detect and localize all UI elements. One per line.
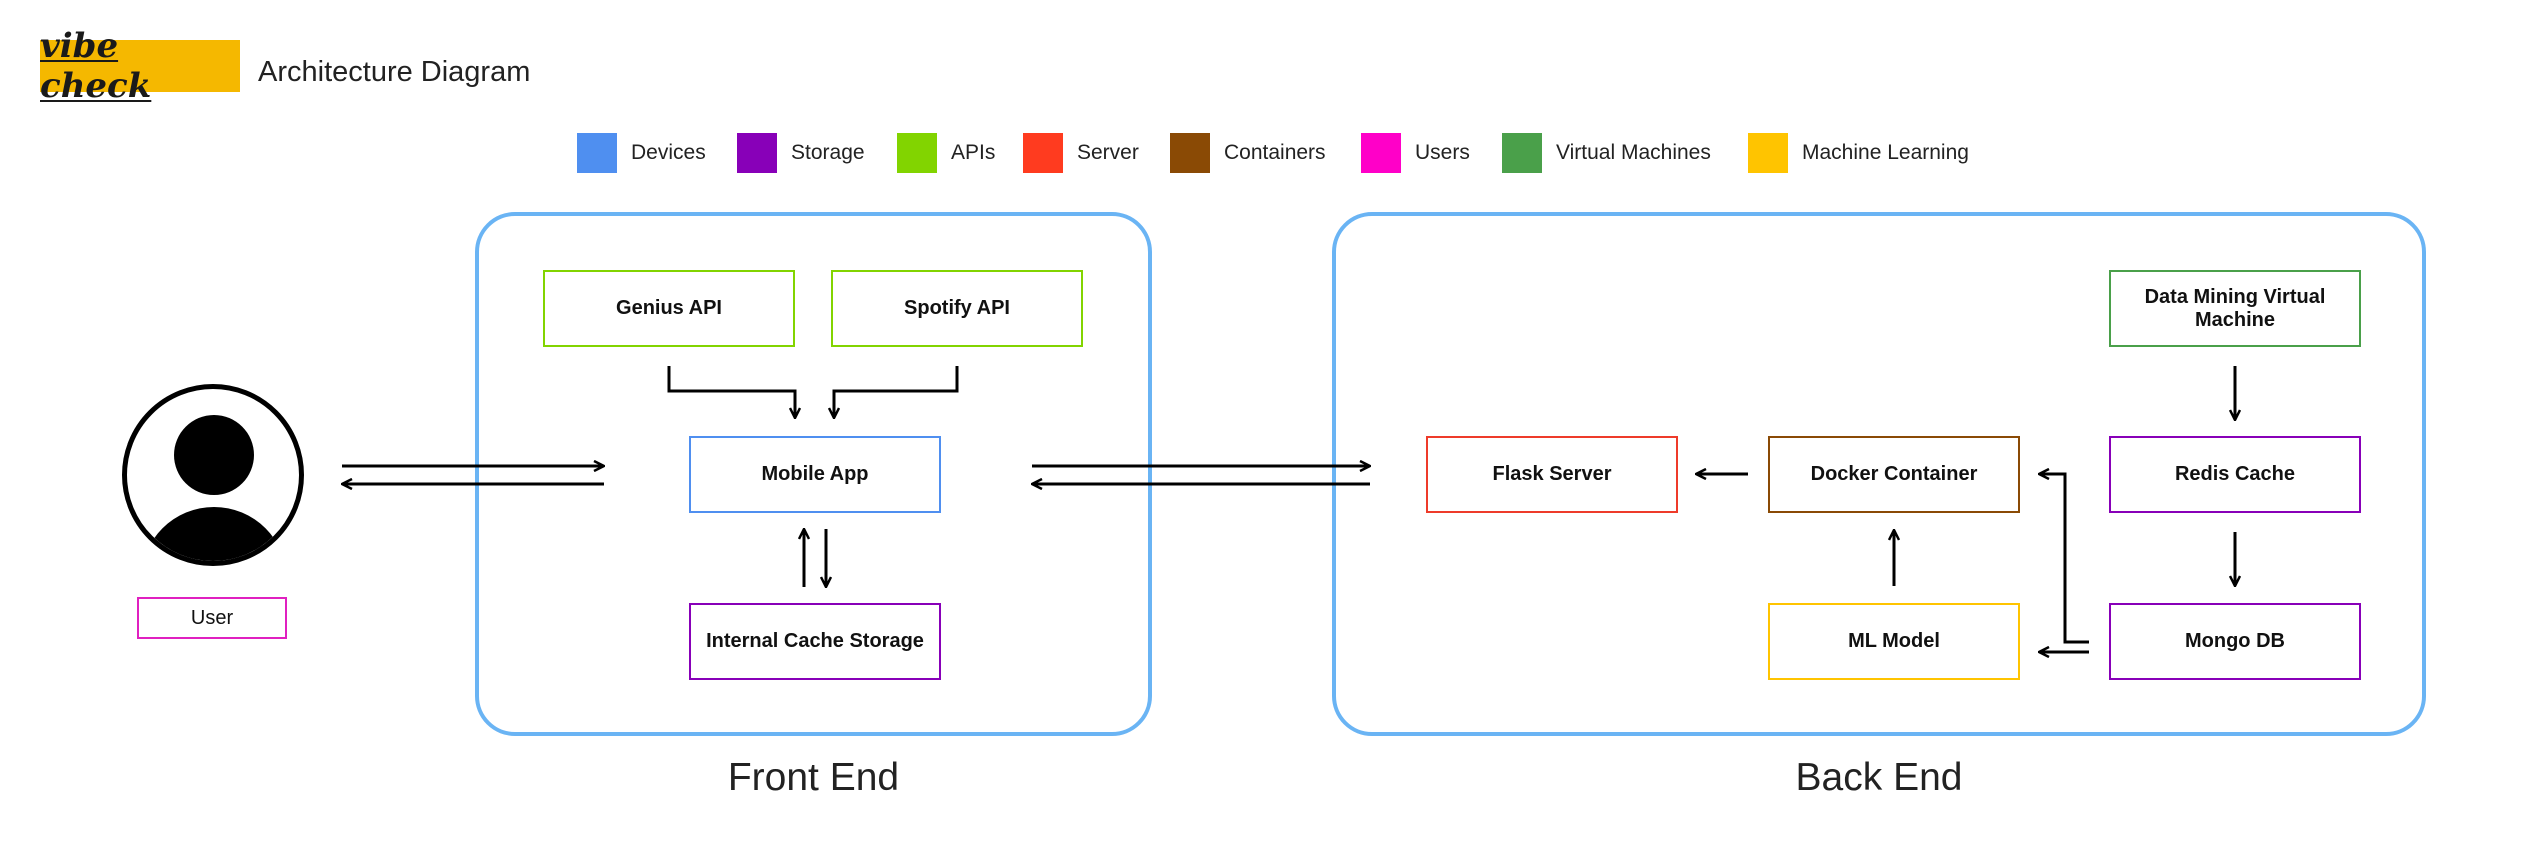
legend-swatch: [1502, 133, 1542, 173]
legend-swatch: [897, 133, 937, 173]
avatar-head: [174, 415, 254, 495]
genius-api-node: Genius API: [543, 270, 795, 347]
back-end-group: [1332, 212, 2426, 736]
legend-label: Devices: [631, 141, 706, 164]
legend-swatch: [1023, 133, 1063, 173]
legend-label: Machine Learning: [1802, 141, 1969, 164]
legend-label: APIs: [951, 141, 996, 164]
logo-text: vibe check: [40, 26, 152, 106]
user-node: User: [137, 597, 287, 639]
arrow-mongo-to-docker: [2039, 474, 2089, 644]
legend-swatch: [1748, 133, 1788, 173]
data-mining-vm-node: Data Mining Virtual Machine: [2109, 270, 2361, 347]
back-end-label: Back End: [1795, 756, 1963, 799]
legend-item-virtual-machines: Virtual Machines: [1502, 133, 1711, 173]
legend-item-users: Users: [1361, 133, 1470, 173]
page-title: Architecture Diagram: [258, 56, 531, 88]
legend-label: Server: [1077, 141, 1139, 164]
vibe-check-logo: vibe check: [40, 26, 240, 106]
docker-container-node: Docker Container: [1768, 436, 2020, 513]
arrow-spotify-to-mobile: [834, 366, 959, 418]
legend-item-server: Server: [1023, 133, 1139, 173]
front-end-label: Front End: [727, 756, 900, 799]
legend-label: Virtual Machines: [1556, 141, 1711, 164]
spotify-api-node: Spotify API: [831, 270, 1083, 347]
legend-item-containers: Containers: [1170, 133, 1326, 173]
ml-model-node: ML Model: [1768, 603, 2020, 680]
flask-server-node: Flask Server: [1426, 436, 1678, 513]
legend-swatch: [1170, 133, 1210, 173]
legend-item-storage: Storage: [737, 133, 865, 173]
legend-label: Containers: [1224, 141, 1326, 164]
legend-swatch: [1361, 133, 1401, 173]
legend-swatch: [577, 133, 617, 173]
legend: Devices Storage APIs Server Containers U…: [0, 133, 2537, 175]
legend-item-machine-learning: Machine Learning: [1748, 133, 1969, 173]
front-end-group: [475, 212, 1152, 736]
internal-cache-storage-node: Internal Cache Storage: [689, 603, 941, 680]
legend-item-devices: Devices: [577, 133, 706, 173]
legend-label: Users: [1415, 141, 1470, 164]
arrow-genius-to-mobile: [667, 366, 795, 418]
mobile-app-node: Mobile App: [689, 436, 941, 513]
legend-swatch: [737, 133, 777, 173]
legend-label: Storage: [791, 141, 865, 164]
mongo-db-node: Mongo DB: [2109, 603, 2361, 680]
user-avatar-icon: [122, 384, 304, 566]
redis-cache-node: Redis Cache: [2109, 436, 2361, 513]
legend-item-apis: APIs: [897, 133, 995, 173]
